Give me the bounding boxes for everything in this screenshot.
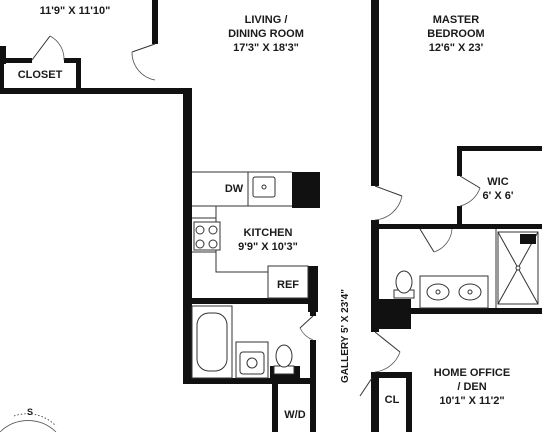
labels: 11'9" X 11'10" CLOSET LIVING / DINING RO… (18, 5, 514, 421)
compass-letter: S (27, 407, 33, 417)
refrigerator-label: REF (277, 279, 299, 291)
wall (457, 146, 462, 176)
wall (310, 384, 316, 432)
wall (64, 58, 80, 63)
compass (0, 413, 57, 432)
wall (371, 0, 379, 186)
cl-label: CL (385, 394, 400, 406)
kitchen-dims: 9'9" X 10'3" (238, 241, 298, 253)
kitchen-name: KITCHEN (244, 227, 293, 239)
master-bedroom-name-2: BEDROOM (427, 28, 484, 40)
living-room-dims: 17'3" X 18'3" (233, 42, 299, 54)
dishwasher-label: DW (225, 183, 244, 195)
wall (76, 58, 81, 90)
wall (6, 58, 32, 63)
home-office-name-2: / DEN (457, 381, 486, 393)
master-bedroom-name-1: MASTER (433, 14, 480, 26)
top-left-room-dims: 11'9" X 11'10" (40, 5, 111, 17)
home-office-name-1: HOME OFFICE (434, 367, 510, 379)
shower (497, 231, 539, 305)
wall (457, 146, 542, 151)
wall (186, 378, 316, 384)
wic-dims: 6' X 6' (483, 190, 514, 202)
double-vanity (426, 283, 482, 301)
wall (310, 304, 316, 316)
living-room-name-2: DINING ROOM (228, 28, 304, 40)
wall (186, 298, 316, 304)
fixtures (191, 176, 539, 379)
wall (406, 372, 412, 432)
wall (0, 46, 6, 64)
home-office-dims: 10'1" X 11'2" (439, 395, 504, 407)
bathtub (191, 305, 233, 379)
wall (0, 58, 4, 90)
wall (308, 266, 318, 312)
wall (372, 372, 412, 378)
wall (371, 220, 379, 332)
doors (31, 35, 481, 397)
wall (152, 0, 158, 44)
wall (310, 340, 316, 384)
wall (292, 172, 320, 208)
washer-dryer-label: W/D (284, 409, 305, 421)
wall (183, 88, 192, 384)
wall (272, 384, 278, 432)
living-room-name-1: LIVING / (245, 14, 288, 26)
wall (375, 299, 411, 329)
master-bedroom-dims: 12'6" X 23' (429, 42, 484, 54)
wall (457, 206, 462, 228)
wic-name: WIC (487, 176, 508, 188)
stove (193, 221, 221, 251)
gallery-label: GALLERY 5' X 23'4" (340, 289, 351, 383)
toilet (393, 270, 415, 299)
bathroom-sink (239, 351, 265, 375)
wall (0, 88, 192, 94)
wall (371, 372, 379, 432)
closet-label: CLOSET (18, 69, 63, 81)
wall (411, 308, 542, 314)
toilet (273, 344, 295, 375)
